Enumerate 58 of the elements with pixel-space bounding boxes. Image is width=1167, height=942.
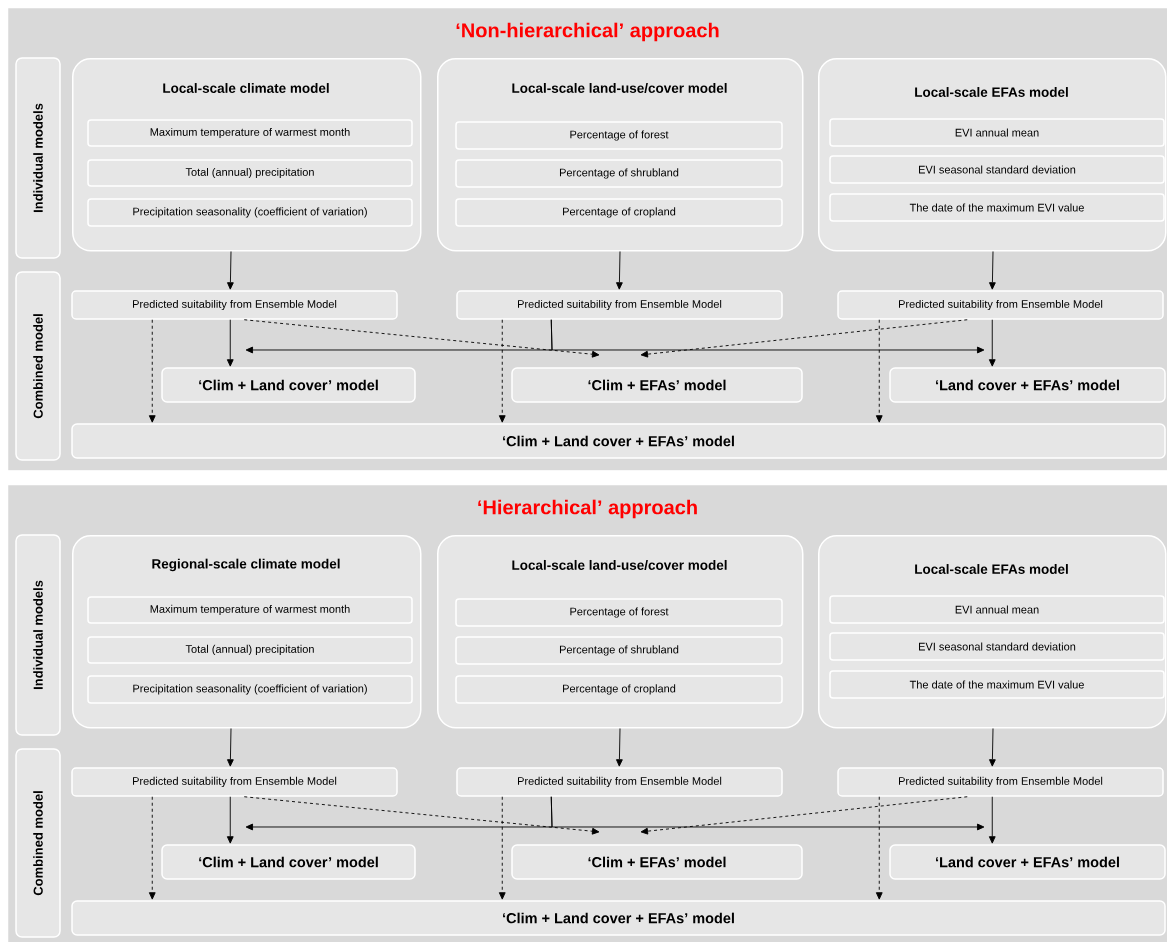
- combined-model-box: ‘Clim + Land cover + EFAs’ model: [71, 900, 1166, 936]
- variable-box: The date of the maximum EVI value: [829, 670, 1165, 699]
- arrow: [498, 319, 506, 423]
- arrow: [227, 728, 234, 767]
- variable-box: Total (annual) precipitation: [87, 636, 413, 664]
- prediction-box: Predicted suitability from Ensemble Model: [71, 290, 398, 320]
- prediction-box: Predicted suitability from Ensemble Model: [456, 767, 783, 797]
- variable-box: Precipitation seasonality (coefficient of variation): [87, 675, 413, 704]
- variable-box: EVI annual mean: [829, 118, 1165, 147]
- combined-model-box: ‘Land cover + EFAs’ model: [889, 844, 1166, 880]
- variable-box: EVI annual mean: [829, 595, 1165, 624]
- arrow: [550, 796, 985, 831]
- variable-box: Total (annual) precipitation: [87, 159, 413, 187]
- arrow: [988, 319, 996, 367]
- arrow: [498, 796, 506, 900]
- variable-box: Percentage of cropland: [455, 198, 783, 227]
- side-label-box: Combined model: [15, 271, 61, 461]
- variable-box: Precipitation seasonality (coefficient of variation): [87, 198, 413, 227]
- variable-box: Percentage of forest: [455, 121, 783, 150]
- arrow: [226, 796, 234, 844]
- arrow: [640, 319, 968, 358]
- arrow: [989, 728, 996, 767]
- prediction-box: Predicted suitability from Ensemble Model: [456, 290, 783, 320]
- combined-model-box: ‘Clim + EFAs’ model: [511, 367, 803, 403]
- arrow: [550, 319, 985, 354]
- combined-model-box: ‘Clim + Land cover’ model: [161, 844, 416, 880]
- variable-box: EVI seasonal standard deviation: [829, 155, 1165, 184]
- arrow: [988, 796, 996, 844]
- variable-box: EVI seasonal standard deviation: [829, 632, 1165, 661]
- variable-box: Percentage of shrubland: [455, 636, 783, 665]
- arrow: [226, 319, 234, 367]
- variable-box: Percentage of shrubland: [455, 159, 783, 188]
- arrow: [875, 796, 883, 900]
- arrow: [616, 251, 623, 290]
- arrow: [148, 319, 156, 423]
- side-label-box: Combined model: [15, 748, 61, 938]
- side-label-box: Individual models: [15, 534, 61, 736]
- arrow: [148, 796, 156, 900]
- variable-box: Maximum temperature of warmest month: [87, 596, 413, 624]
- arrow: [227, 251, 234, 290]
- side-label-box: Individual models: [15, 57, 61, 259]
- arrow: [616, 728, 623, 767]
- variable-box: Maximum temperature of warmest month: [87, 119, 413, 147]
- variable-box: Percentage of cropland: [455, 675, 783, 704]
- arrow: [243, 796, 600, 835]
- combined-model-box: ‘Clim + Land cover’ model: [161, 367, 416, 403]
- prediction-box: Predicted suitability from Ensemble Model: [837, 290, 1164, 320]
- arrow: [875, 319, 883, 423]
- variable-box: Percentage of forest: [455, 598, 783, 627]
- arrow: [640, 796, 968, 835]
- combined-model-box: ‘Clim + Land cover + EFAs’ model: [71, 423, 1166, 459]
- prediction-box: Predicted suitability from Ensemble Model: [837, 767, 1164, 797]
- variable-box: The date of the maximum EVI value: [829, 193, 1165, 222]
- arrow: [243, 319, 600, 358]
- combined-model-box: ‘Land cover + EFAs’ model: [889, 367, 1166, 403]
- combined-model-box: ‘Clim + EFAs’ model: [511, 844, 803, 880]
- prediction-box: Predicted suitability from Ensemble Model: [71, 767, 398, 797]
- arrow: [989, 251, 996, 290]
